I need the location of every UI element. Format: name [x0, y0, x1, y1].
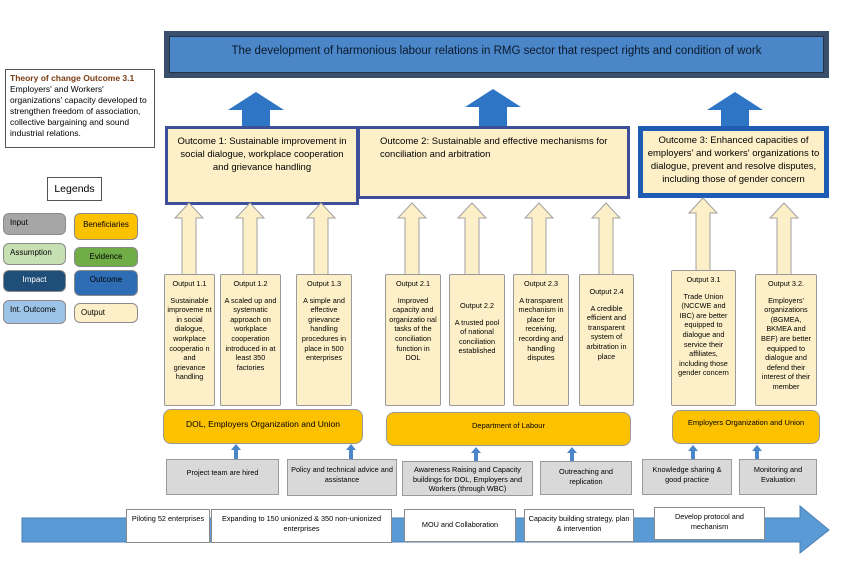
output-3-2: Output 3.2. Employers' organizations (BG…	[755, 274, 817, 406]
output-1-1-title: Output 1.1	[172, 279, 207, 288]
output-1-1-text: Sustainable improveme nt in social dialo…	[167, 295, 212, 382]
theory-of-change-box: Theory of change Outcome 3.1 Employers' …	[5, 69, 155, 148]
output-2-2: Output 2.2 A trusted pool of national co…	[449, 274, 505, 406]
output-3-2-title: Output 3.2.	[767, 279, 805, 288]
output-2-1-title: Output 2.1	[395, 279, 431, 288]
legend-beneficiaries: Beneficiaries	[74, 213, 138, 240]
output-1-2-title: Output 1.2	[233, 279, 268, 288]
activity-policy-advice: Policy and technical advice and assistan…	[287, 459, 397, 496]
output-1-3-title: Output 1.3	[306, 279, 342, 288]
timeline-expanding: Expanding to 150 unionized & 350 non-uni…	[211, 509, 392, 543]
legend-title: Legends	[47, 177, 102, 201]
outcome-1: Outcome 1: Sustainable improvement in so…	[165, 126, 359, 205]
output-3-2-text: Employers' organizations (BGMEA, BKMEA a…	[761, 295, 811, 391]
output-2-4-title: Output 2.4	[589, 287, 624, 296]
activity-project-team: Project team are hired	[166, 459, 279, 495]
outcome3-to-impact-arrow	[707, 92, 763, 130]
legend-assumption: Assumption	[3, 243, 66, 265]
output-3-1-text: Trade Union (NCCWE and IBC) are better e…	[678, 291, 729, 378]
legend-int-outcome: Int. Outcome	[3, 300, 66, 324]
activity-awareness-raising: Awareness Raising and Capacity buildings…	[402, 461, 533, 496]
output-3-1-title: Output 3.1	[686, 275, 721, 284]
legend-input: Input	[3, 213, 66, 235]
output-2-3-title: Output 2.3	[523, 279, 559, 288]
timeline-capacity-building: Capacity building strategy, plan & inter…	[524, 509, 634, 542]
output-2-4-text: A credible efficient and transparent sys…	[586, 303, 627, 361]
legend-evidence: Evidence	[74, 247, 138, 267]
output-2-4: Output 2.4 A credible efficient and tran…	[579, 274, 634, 406]
legend-output: Output	[74, 303, 138, 323]
timeline-piloting: Piloting 52 enterprises	[126, 509, 210, 543]
activity-knowledge-sharing: Knowledge sharing & good practice	[642, 459, 732, 495]
theory-title: Theory of change Outcome 3.1	[10, 73, 135, 83]
output-1-1: Output 1.1 Sustainable improveme nt in s…	[164, 274, 215, 406]
output-3-1: Output 3.1 Trade Union (NCCWE and IBC) a…	[671, 270, 736, 406]
impact-banner: The development of harmonious labour rel…	[164, 31, 829, 78]
output-1-3: Output 1.3 A simple and effective grieva…	[296, 274, 352, 406]
activity-monitoring: Monitoring and Evaluation	[739, 459, 817, 495]
outcome1-to-impact-arrow	[228, 92, 284, 130]
timeline-protocol: Develop protocol and mechanism	[654, 507, 765, 540]
output-2-1-text: Improved capacity and organizatio nal ta…	[389, 295, 437, 363]
beneficiary-department-of-labour: Department of Labour	[386, 412, 631, 446]
beneficiary-employers-union: Employers Organization and Union	[672, 410, 820, 444]
legend-impact: Impact	[3, 270, 66, 292]
output-2-3: Output 2.3 A transparent mechanism in pl…	[513, 274, 569, 406]
output-1-3-text: A simple and effective grievance handlin…	[301, 295, 347, 363]
theory-body: Employers' and Workers' organizations' c…	[10, 84, 147, 138]
timeline-mou: MOU and Collaboration	[404, 509, 516, 542]
output-2-2-text: A trusted pool of national conciliation …	[454, 317, 500, 356]
outcome2-to-impact-arrow	[465, 89, 521, 127]
output-1-2-text: A scaled up and systematic approach on w…	[224, 295, 277, 372]
activity-outreaching: Outreaching and replication	[540, 461, 632, 495]
output-2-2-title: Output 2.2	[459, 301, 495, 310]
impact-text: The development of harmonious labour rel…	[169, 36, 824, 73]
outcome-3: Outcome 3: Enhanced capacities of employ…	[638, 126, 829, 198]
legend-outcome: Outcome	[74, 270, 138, 296]
output-2-1: Output 2.1 Improved capacity and organiz…	[385, 274, 441, 406]
output-2-3-text: A transparent mechanism in place for rec…	[518, 295, 564, 363]
output-1-2: Output 1.2 A scaled up and systematic ap…	[220, 274, 281, 406]
beneficiary-dol-employers-union: DOL, Employers Organization and Union	[163, 409, 363, 444]
outcome-2: Outcome 2: Sustainable and effective mec…	[357, 126, 630, 199]
